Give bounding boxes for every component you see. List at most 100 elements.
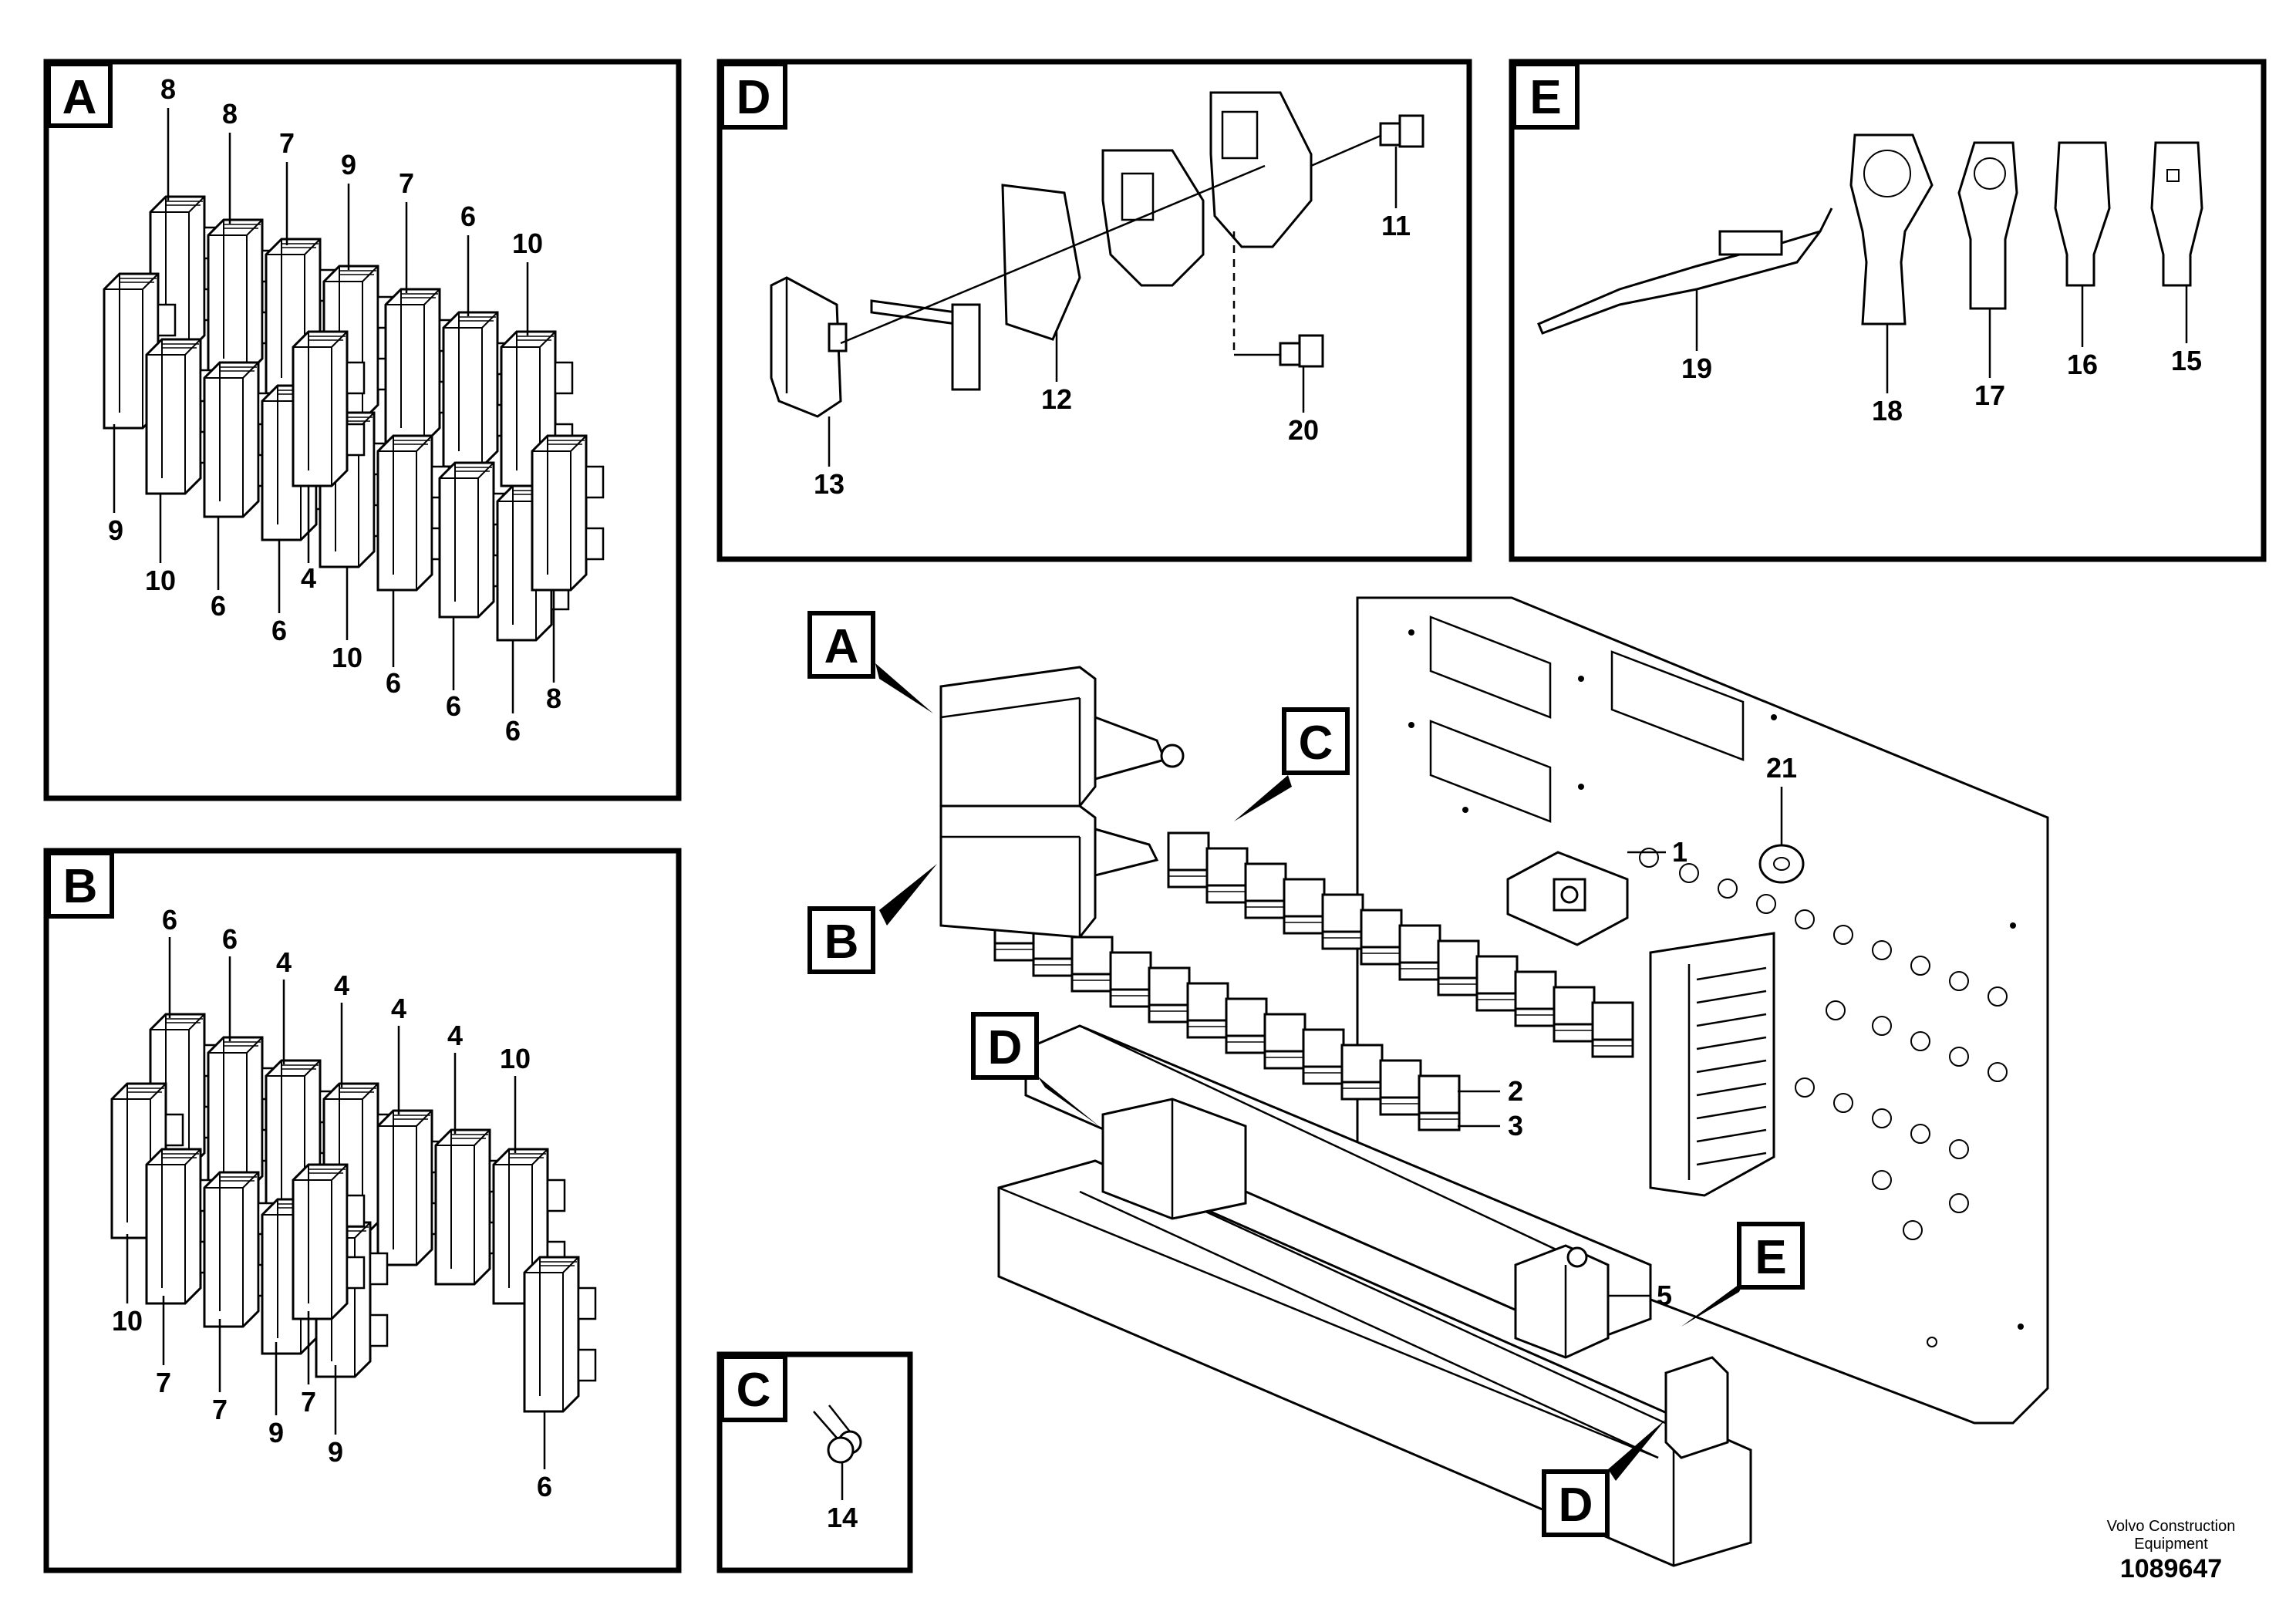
panel-b: B [43, 848, 682, 1573]
label: 7 [212, 1394, 228, 1425]
panel-e-frame [1509, 59, 2267, 562]
label: 8 [546, 683, 561, 714]
label: 7 [279, 127, 295, 159]
plug-part-20 [1279, 334, 1324, 368]
panel-d-leaders [828, 147, 1397, 467]
label: 11 [1381, 210, 1411, 241]
label: 4 [276, 946, 292, 978]
label: 10 [145, 565, 176, 596]
main-labels: 21 1 2 3 5 [1508, 752, 1797, 1311]
ring-terminal-small-part [1957, 141, 2018, 310]
panel-c: C 14 [716, 1351, 913, 1573]
panel-e-labels: 19 18 17 16 15 [1681, 345, 2202, 427]
label: 1 [1672, 836, 1687, 868]
callout-e-box [1737, 1222, 1805, 1290]
label: 9 [341, 149, 356, 180]
panel-a: A [43, 59, 682, 801]
label: 6 [162, 904, 177, 936]
fuse-box-a [939, 666, 1185, 808]
label: 5 [1657, 1280, 1672, 1311]
label: 15 [2171, 345, 2202, 376]
main-assembly: A B C D E D 21 1 [807, 596, 2049, 1567]
lower-cable-duct [997, 1159, 1752, 1567]
flat-terminal-15-part [2150, 141, 2203, 287]
grommet-part [813, 1404, 862, 1464]
label: 4 [447, 1020, 463, 1051]
company-name-line1: Volvo Construction [2107, 1518, 2236, 1535]
label: 17 [1974, 379, 2005, 411]
label: 2 [1508, 1075, 1523, 1107]
label: 10 [500, 1043, 531, 1074]
label: 6 [446, 690, 461, 722]
panel-b-leaders [126, 937, 546, 1469]
end-clamp-part [770, 276, 848, 418]
label: 9 [108, 514, 123, 546]
panel-b-labels: 6 6 4 4 4 4 10 10 7 7 9 7 9 6 [112, 904, 552, 1502]
label: 4 [334, 969, 349, 1001]
label: 7 [301, 1386, 316, 1418]
panel-a-leaders [113, 108, 555, 713]
panel-e-letter-box [1512, 62, 1580, 130]
label: 7 [156, 1367, 171, 1398]
vertical-cable-duct [1649, 932, 1775, 1197]
plate-cutouts [1408, 615, 2024, 1347]
panel-a-letter-box [46, 62, 113, 128]
label: 16 [2067, 349, 2098, 380]
callout-c-box [1282, 707, 1350, 775]
callout-e: E [1755, 1231, 1786, 1284]
label: 7 [399, 167, 414, 199]
main-callouts: A B C D E D [807, 611, 1805, 1537]
relay-module-5 [1514, 1244, 1610, 1359]
label: 9 [328, 1436, 343, 1468]
panel-c-letter-box [720, 1354, 787, 1422]
panel-c-frame [716, 1351, 913, 1573]
label: 4 [391, 993, 406, 1024]
label: 10 [112, 1305, 143, 1337]
rail-part [870, 299, 981, 391]
label: 19 [1681, 352, 1712, 384]
flat-terminal-16-part [2054, 141, 2111, 287]
relay-socket-1 [1506, 851, 1629, 946]
label: 3 [1508, 1110, 1523, 1141]
fuse-box-b [939, 804, 1159, 939]
label: 18 [1872, 395, 1903, 427]
label: 14 [827, 1502, 858, 1533]
label: 6 [537, 1471, 552, 1502]
label: 6 [271, 615, 287, 646]
panel-b-letter-box [46, 851, 114, 919]
module-d-left [1101, 1098, 1247, 1220]
label: 8 [222, 98, 238, 130]
label: 10 [332, 642, 362, 673]
panel-d-frame [716, 59, 1472, 562]
label: 4 [301, 562, 316, 594]
label: 9 [268, 1417, 284, 1448]
label: 6 [211, 590, 226, 622]
label: 6 [505, 715, 521, 747]
callout-d-lower: D [1559, 1479, 1593, 1532]
label: 10 [512, 228, 543, 259]
callout-c: C [1299, 717, 1333, 770]
panel-d: D [716, 59, 1472, 562]
washer-21 [1758, 844, 1805, 884]
callout-a-box [807, 611, 875, 679]
callout-d-box [971, 1012, 1039, 1080]
footer: Volvo Construction Equipment 1089647 [2107, 1518, 2236, 1583]
callout-b-box [807, 906, 875, 974]
panel-b-letter: B [63, 860, 98, 913]
terminal-block-2 [1209, 91, 1313, 248]
callout-b: B [824, 916, 859, 969]
terminal-d-right [1664, 1356, 1729, 1459]
callout-d-lower-box [1542, 1469, 1610, 1537]
panel-d-letter-box [720, 62, 787, 130]
label: 21 [1766, 752, 1797, 784]
drawing-number: 1089647 [2120, 1554, 2222, 1583]
panel-b-frame [43, 848, 682, 1573]
label: 6 [222, 923, 238, 955]
label: 13 [814, 468, 845, 500]
plug-part-11 [1379, 114, 1424, 148]
cover-plate-part [1001, 184, 1081, 341]
label: 6 [460, 201, 476, 232]
label: 20 [1288, 414, 1319, 446]
label: 12 [1041, 383, 1072, 415]
